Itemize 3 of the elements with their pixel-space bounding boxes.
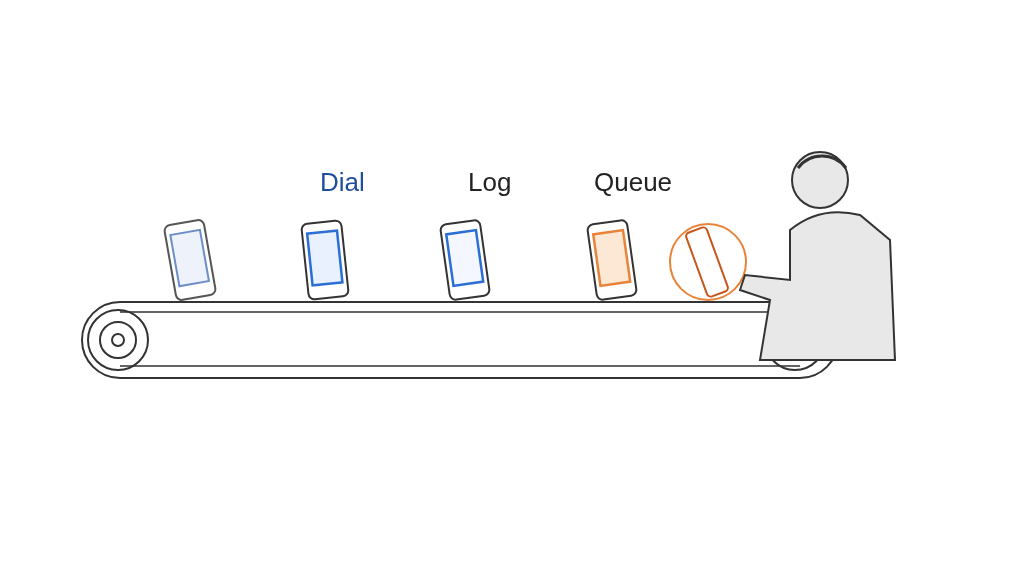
step-label: Queue [594, 167, 673, 197]
step-label: Log [468, 167, 512, 197]
step-label: Dial [320, 167, 365, 197]
